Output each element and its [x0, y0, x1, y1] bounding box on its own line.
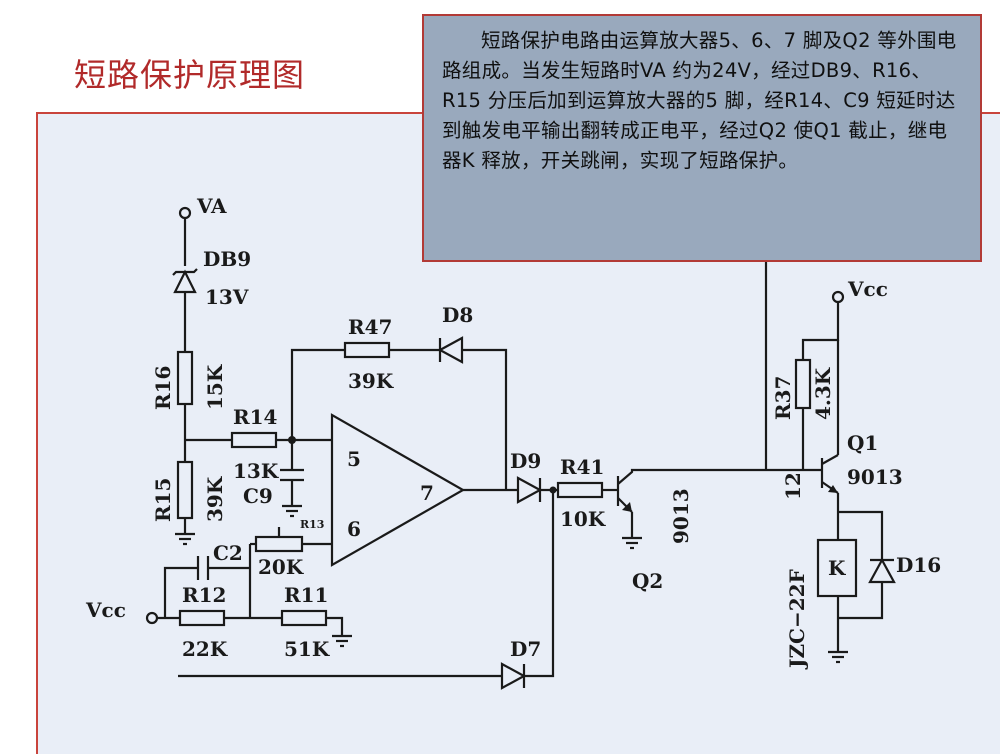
r14-label: R14 — [233, 405, 278, 429]
r11-label: R11 — [284, 583, 328, 607]
q1-type: 9013 — [847, 465, 903, 489]
db9-value: 13V — [205, 285, 249, 309]
r14-value: 13K — [233, 459, 279, 483]
r41-label: R41 — [560, 455, 604, 479]
zener-db9 — [172, 268, 198, 352]
relay-k — [816, 510, 884, 664]
relay-model: JZC−22F — [785, 569, 809, 670]
r12-value: 22K — [182, 637, 228, 661]
c2-r12-r11-network — [145, 544, 352, 648]
d8-label: D8 — [442, 303, 473, 327]
op-amp — [330, 413, 518, 567]
va-terminal — [178, 206, 192, 266]
diode-d9 — [516, 476, 558, 504]
relay-k-label: K — [828, 556, 846, 580]
vcc-right-label: Vcc — [847, 277, 888, 301]
description-text: 短路保护电路由运算放大器5、6、7 脚及Q2 等外围电路组成。当发生短路时VA … — [442, 29, 957, 172]
d16-label: D16 — [896, 553, 941, 577]
q2-label: Q2 — [632, 569, 663, 593]
resistor-r16 — [176, 350, 194, 462]
r37-value: 4.3K — [811, 367, 835, 420]
c2-label: C2 — [213, 541, 243, 565]
c9-label: C9 — [243, 484, 273, 508]
diode-d7 — [178, 490, 555, 690]
r37-label: R37 — [771, 376, 795, 420]
va-label: VA — [196, 194, 227, 218]
capacitor-c9 — [280, 440, 304, 518]
transistor-q2 — [616, 468, 822, 550]
pin6-label: 6 — [347, 517, 361, 541]
pin5-label: 5 — [347, 447, 361, 471]
q1-label: Q1 — [847, 431, 878, 455]
diode-d16 — [868, 557, 896, 584]
d7-label: D7 — [510, 637, 541, 661]
r47-value: 39K — [348, 369, 394, 393]
description-box: 短路保护电路由运算放大器5、6、7 脚及Q2 等外围电路组成。当发生短路时VA … — [422, 14, 982, 262]
relay-pin-label: 12 — [781, 472, 805, 500]
resistor-r13 — [250, 527, 332, 553]
resistor-r15 — [175, 438, 292, 546]
r12-label: R12 — [182, 583, 226, 607]
q2-type: 9013 — [669, 488, 693, 544]
vcc-left-label: Vcc — [85, 598, 126, 622]
r13-value: 20K — [258, 555, 304, 579]
r15-value: 39K — [203, 476, 227, 522]
r13-label: R13 — [300, 518, 324, 531]
page-title: 短路保护原理图 — [74, 56, 306, 94]
r16-label: R16 — [151, 366, 175, 410]
transistor-q1 — [820, 454, 840, 512]
vcc-right-terminal — [801, 290, 845, 360]
r16-value: 15K — [203, 364, 227, 410]
r47-label: R47 — [348, 315, 392, 339]
r15-label: R15 — [151, 478, 175, 522]
db9-label: DB9 — [203, 247, 251, 271]
r41-value: 10K — [560, 507, 606, 531]
resistor-r41 — [556, 481, 618, 499]
feedback-r47-d8 — [290, 336, 508, 490]
resistor-r14 — [230, 431, 332, 449]
r11-value: 51K — [284, 637, 330, 661]
pin7-label: 7 — [420, 481, 434, 505]
resistor-r37 — [794, 340, 840, 470]
d9-label: D9 — [510, 449, 541, 473]
